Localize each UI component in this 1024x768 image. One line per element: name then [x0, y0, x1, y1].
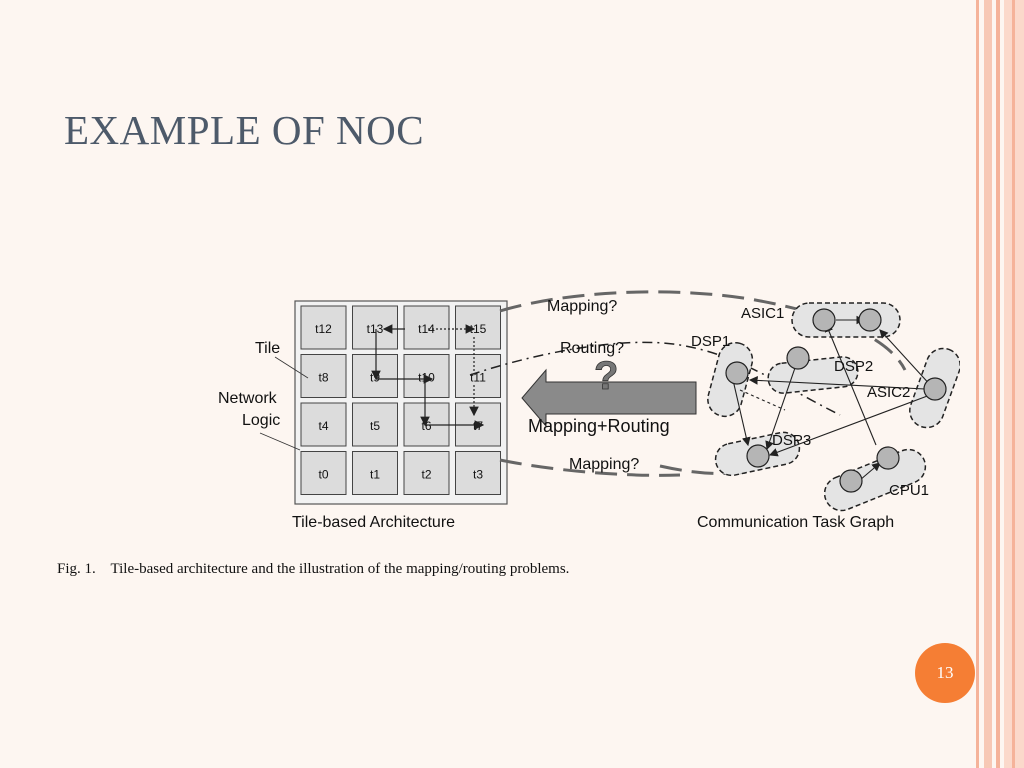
dsp2-node: [786, 346, 810, 370]
mapping-bottom-label: Mapping?: [569, 456, 639, 473]
decorative-stripe: [996, 0, 1000, 768]
network-logic-label-line1: Network: [218, 390, 278, 407]
cpu1-group: [823, 448, 927, 512]
network-logic-pointer-line: [259, 432, 301, 451]
tile-t5: [352, 402, 398, 447]
tile-t3: [455, 451, 501, 495]
mapping-top-label: Mapping?: [547, 298, 617, 315]
tile-label-t5: t5: [370, 419, 380, 433]
dsp2-label: DSP2: [834, 358, 873, 375]
question-mark-icon: ?: [594, 354, 618, 398]
tile-t14: [403, 305, 450, 350]
tile-label-t9: t9: [370, 371, 380, 385]
tile-t1: [352, 451, 398, 495]
tile-label-t3: t3: [473, 468, 483, 482]
asic2-node: [923, 377, 947, 401]
tile-t15: [455, 305, 501, 350]
tile-t11: [455, 354, 501, 398]
task-graph-nodes: [725, 308, 947, 493]
tile-t12: [300, 305, 347, 350]
tile-pointer-line: [274, 356, 309, 379]
tile-label-t7: t7: [473, 419, 483, 433]
tile-label-t12: t12: [315, 322, 332, 336]
tile-label-t10: t10: [418, 371, 435, 385]
tile-t8: [300, 354, 347, 398]
tile-label-t4: t4: [318, 419, 328, 433]
tile-label: Tile: [255, 340, 280, 357]
dsp1-node: [725, 361, 749, 385]
tile-t0: [300, 451, 347, 495]
mapping-ellipse: [499, 290, 907, 477]
tile-label-t8: t8: [318, 371, 328, 385]
figure-caption: Fig. 1. Tile-based architecture and the …: [57, 561, 570, 577]
routing-label: Routing?: [560, 340, 624, 357]
routing-curve: [469, 341, 841, 416]
tile-label-t2: t2: [421, 468, 431, 482]
tile-label-t0: t0: [318, 468, 328, 482]
decorative-stripe: [984, 0, 992, 768]
tile-label-t13: t13: [367, 322, 384, 336]
decorative-stripe: [1012, 0, 1015, 768]
mapping-routing-label: Mapping+Routing: [528, 416, 670, 436]
tile-label-t14: t14: [418, 322, 435, 336]
asic1-node-b: [858, 308, 882, 332]
tile-t4: [300, 402, 347, 447]
decorative-stripe: [976, 0, 979, 768]
dsp3-node: [746, 444, 770, 468]
task-graph-edges: [732, 315, 934, 481]
tile-label-t6: t6: [421, 419, 431, 433]
task-graph-label: Communication Task Graph: [697, 514, 894, 531]
network-logic-label-line2: Logic: [242, 412, 280, 429]
asic2-label: ASIC2: [867, 384, 910, 401]
slide-title: EXAMPLE OF NOC: [64, 107, 425, 153]
tile-label-t1: t1: [370, 468, 380, 482]
mapping-routing-arrow-icon: [521, 368, 697, 428]
cpu1-node-a: [839, 469, 863, 493]
architecture-label: Tile-based Architecture: [292, 514, 455, 531]
asic1-node-a: [812, 308, 836, 332]
cpu1-label: CPU1: [889, 482, 929, 499]
route-arrows: [371, 324, 485, 430]
asic1-label: ASIC1: [741, 305, 784, 322]
dsp1-label: DSP1: [691, 333, 730, 350]
tile-t2: [403, 451, 450, 495]
dsp3-label: DSP3: [772, 432, 811, 449]
cpu1-node-b: [876, 446, 900, 470]
page-number-badge: 13: [915, 643, 975, 703]
